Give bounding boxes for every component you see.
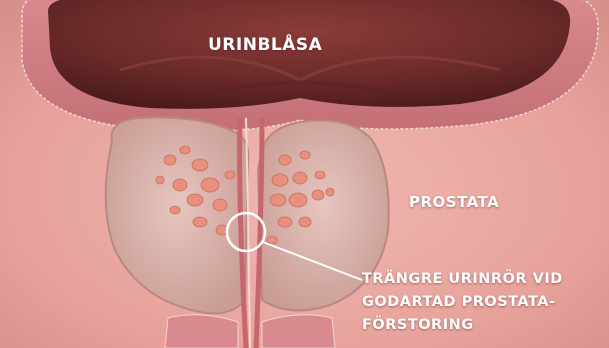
lower-tissue-left bbox=[165, 315, 238, 348]
bladder-label: URINBLÅSA bbox=[208, 35, 322, 55]
lower-tissue-right bbox=[262, 315, 335, 348]
prostate-label: PROSTATA bbox=[409, 193, 499, 211]
callout-line-2: GODARTAD PROSTATA- bbox=[362, 291, 563, 314]
callout-line-3: FÖRSTORING bbox=[362, 314, 563, 337]
narrowed-urethra-callout: TRÄNGRE URINRÖR VID GODARTAD PROSTATA- F… bbox=[362, 268, 563, 337]
callout-line-1: TRÄNGRE URINRÖR VID bbox=[362, 268, 563, 291]
